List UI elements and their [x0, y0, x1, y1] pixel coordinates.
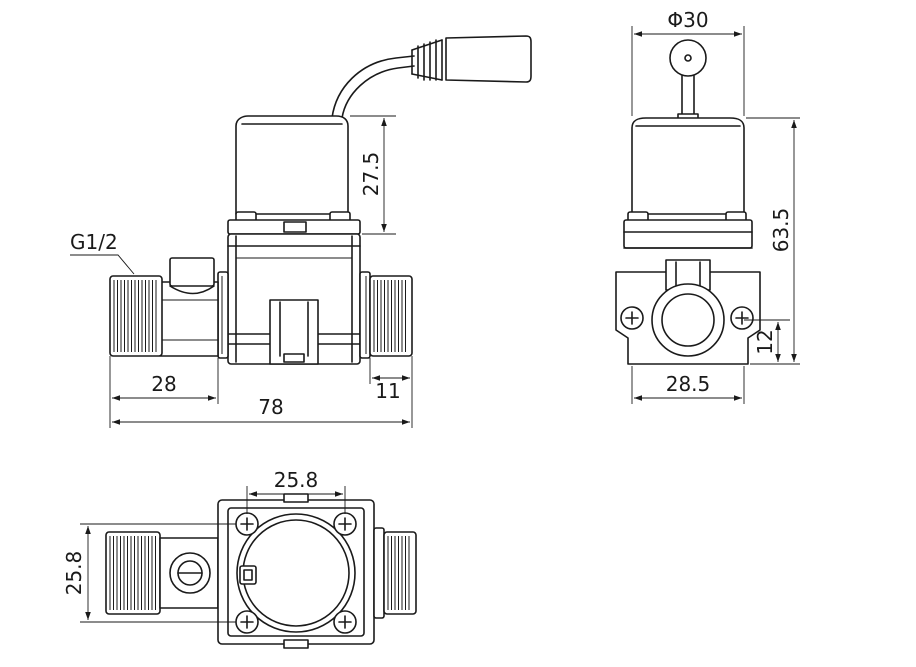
front-view: G1/2 27.5 28 11 78: [70, 35, 532, 428]
coil: [235, 115, 349, 215]
side-view: Φ30 63.5 12 28.5: [615, 8, 800, 404]
axis-height-dim: 12: [753, 329, 777, 354]
inlet-length-dim: 28: [151, 372, 176, 396]
inlet-pipe: [159, 257, 219, 357]
screw-spacing-x-dim: 25.8: [274, 468, 319, 492]
overall-height-dim: 63.5: [769, 208, 793, 253]
cable-boot: [411, 39, 443, 81]
top-view: 25.8 25.8: [62, 468, 417, 649]
valve-body-front: [217, 233, 371, 365]
connector-plug: [445, 35, 532, 83]
overall-length-dim: 78: [258, 395, 283, 419]
coil-diameter-dim: Φ30: [667, 8, 708, 32]
thread-label: G1/2: [70, 230, 118, 254]
inlet-thread: [109, 275, 163, 357]
outlet-length-dim: 11: [375, 379, 400, 403]
body-width-dim: 28.5: [666, 372, 711, 396]
coil-height-dim: 27.5: [359, 152, 383, 197]
screw-spacing-y-dim: 25.8: [62, 551, 86, 596]
outlet-thread: [369, 275, 413, 357]
